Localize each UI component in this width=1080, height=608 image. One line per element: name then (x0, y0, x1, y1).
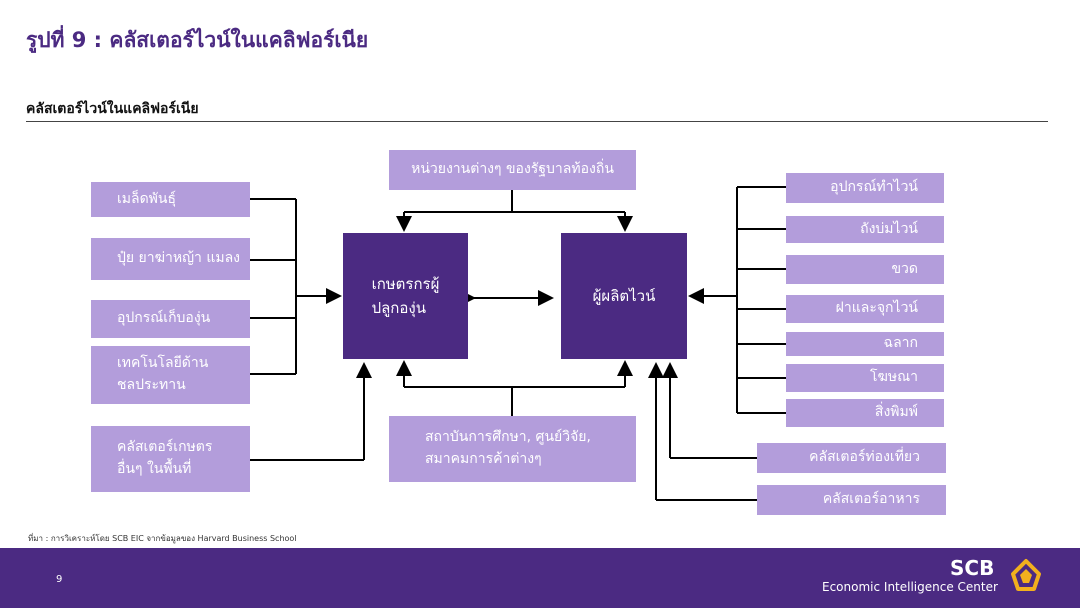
right-item-food-cluster: คลัสเตอร์อาหาร (757, 485, 946, 515)
right-item-bottles: ขวด (786, 255, 944, 284)
right-item-printing: สิ่งพิมพ์ (786, 399, 944, 427)
center-box-winemakers: ผู้ผลิตไวน์ (561, 233, 687, 359)
left-item-seeds: เมล็ดพันธุ์ (91, 182, 250, 217)
brand-subtitle: Economic Intelligence Center (822, 580, 998, 594)
brand-name: SCB (950, 556, 995, 580)
right-item-tourism-cluster: คลัสเตอร์ท่องเที่ยว (757, 443, 946, 473)
right-item-winemaking-equipment: อุปกรณ์ทำไวน์ (786, 173, 944, 203)
top-box-local-government: หน่วยงานต่างๆ ของรัฐบาลท้องถิ่น (389, 150, 636, 190)
center-box-grape-growers: เกษตรกรผู้ ปลูกองุ่น (343, 233, 468, 359)
right-item-labels: ฉลาก (786, 332, 944, 356)
right-item-barrels: ถังบ่มไวน์ (786, 216, 944, 243)
left-item-harvest-equipment: อุปกรณ์เก็บองุ่น (91, 300, 250, 338)
page-number: 9 (56, 574, 63, 585)
diagram-subtitle: คลัสเตอร์ไวน์ในแคลิฟอร์เนีย (26, 101, 199, 117)
left-item-other-agri-clusters: คลัสเตอร์เกษตร อื่นๆ ในพื้นที่ (91, 426, 250, 492)
slide-title: รูปที่ 9 : คลัสเตอร์ไวน์ในแคลิฟอร์เนีย (26, 28, 369, 52)
subtitle-divider (26, 121, 1048, 122)
left-item-fertilizer: ปุ๋ย ยาฆ่าหญ้า แมลง (91, 238, 250, 280)
scb-logo-icon (1011, 559, 1041, 591)
right-item-caps-corks: ฝาและจุกไวน์ (786, 295, 944, 323)
bottom-box-institutions: สถาบันการศึกษา, ศูนย์วิจัย, สมาคมการค้าต… (389, 416, 636, 482)
left-item-irrigation-technology: เทคโนโลยีด้าน ชลประทาน (91, 346, 250, 404)
footer-bar: 9 SCB Economic Intelligence Center (0, 548, 1080, 608)
right-item-advertising: โฆษณา (786, 364, 944, 392)
source-note: ที่มา : การวิเคราะห์โดย SCB EIC จากข้อมู… (28, 534, 297, 543)
